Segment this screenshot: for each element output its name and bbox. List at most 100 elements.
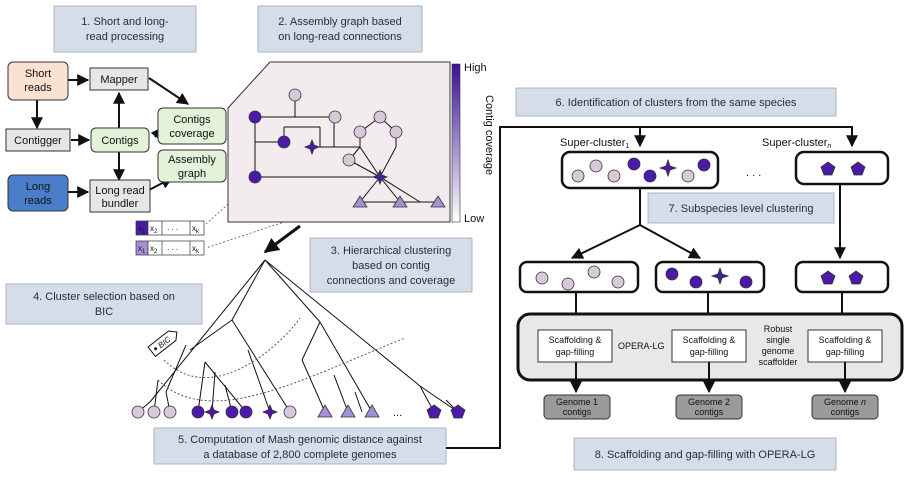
subn-pentagon xyxy=(820,270,836,285)
leaf-node xyxy=(131,405,145,419)
leaf-node xyxy=(147,405,161,419)
long-read-bundler-node: Long read bundler xyxy=(89,179,151,213)
contigger-label: Contigger xyxy=(14,135,62,147)
contigs-label: Contigs xyxy=(101,135,139,147)
graph-node-triangle xyxy=(352,195,368,208)
genome-1-line-1: Genome 1 xyxy=(556,397,598,407)
scaffold-box-2-line-2: gap-filling xyxy=(690,347,729,357)
sc1-node xyxy=(697,158,711,172)
graph-node-star xyxy=(371,168,389,186)
genome-n-line-2: contigs xyxy=(831,407,860,417)
step-3-box: 3. Hierarchical clustering based on cont… xyxy=(309,237,473,293)
sub2-star xyxy=(710,266,730,286)
step-3-line-2: based on contig xyxy=(352,260,430,272)
bic-tag: BIC xyxy=(147,330,178,358)
to-supercluster-n-arrow xyxy=(640,126,858,148)
long-reads-node: Long reads xyxy=(7,174,69,212)
super-cluster-1-box xyxy=(560,150,720,190)
feature-vector-1: x1 x2 . . . xk xyxy=(135,220,205,236)
graph-node xyxy=(288,88,302,102)
sc1-star xyxy=(658,158,678,178)
long-read-bundler-line-2: bundler xyxy=(102,198,139,210)
subcluster-2-box xyxy=(654,260,766,294)
sc1-node xyxy=(571,169,585,183)
svg-text:single: single xyxy=(766,335,790,345)
step-1-box: 1. Short and long- read processing xyxy=(53,5,197,53)
graph-node xyxy=(353,125,367,139)
subspecies-arrows xyxy=(570,184,846,260)
sub1-node xyxy=(535,271,549,285)
subcluster-1-box xyxy=(518,260,640,294)
leaf-pentagon xyxy=(450,404,466,419)
sc1-node xyxy=(643,169,657,183)
v2-dots: . . . xyxy=(167,243,178,252)
sc1-node xyxy=(681,169,695,183)
step-5-line-2: a database of 2,800 complete genomes xyxy=(203,449,397,461)
v2-x2: x2 xyxy=(150,244,158,255)
step-2-line-2: on long-read connections xyxy=(278,31,402,43)
assembly-graph-node: Assembly graph xyxy=(157,149,227,183)
sub2-node xyxy=(739,275,753,289)
scn-pentagon xyxy=(850,161,866,176)
mapper-node: Mapper xyxy=(89,67,149,91)
leaf-triangle xyxy=(340,404,356,418)
super-cluster-ellipsis: . . . xyxy=(746,167,761,179)
graph-nodes xyxy=(248,88,446,208)
scaffold-box-1: Scaffolding & gap-filling xyxy=(537,329,613,363)
graph-to-tree-arrow xyxy=(263,224,301,254)
robust-scaffolder-label: Robust single genome scaffolder xyxy=(759,324,798,367)
contigs-coverage-line-2: coverage xyxy=(169,128,214,140)
mash-to-species-connector xyxy=(446,126,640,449)
step-5-box: 5. Computation of Mash genomic distance … xyxy=(153,427,447,465)
sc1-node xyxy=(589,159,603,173)
genome-2-line-2: contigs xyxy=(695,407,724,417)
step-6-text: 6. Identification of clusters from the s… xyxy=(556,97,797,109)
leaf-node xyxy=(163,405,177,419)
short-reads-line-1: Short xyxy=(25,68,51,80)
step-1-line-1: 1. Short and long- xyxy=(81,16,169,28)
contigs-coverage-line-1: Contigs xyxy=(173,114,211,126)
step-7-box: 7. Subspecies level clustering xyxy=(647,192,835,224)
leaf-node xyxy=(191,405,205,419)
vector-leader-2 xyxy=(205,204,336,249)
genome-2-line-1: Genome 2 xyxy=(688,397,730,407)
genome-n-line-1: Genome n xyxy=(824,397,866,407)
genome-1-box: Genome 1 contigs xyxy=(543,394,611,420)
step-8-box: 8. Scaffolding and gap-filling with OPER… xyxy=(573,437,837,471)
short-reads-node: Short reads xyxy=(7,61,69,101)
scaffold-box-2: Scaffolding & gap-filling xyxy=(671,329,747,363)
v2-xk: xk xyxy=(192,244,200,255)
legend-low-label: Low xyxy=(464,213,484,225)
assembly-graph-line-1: Assembly xyxy=(168,154,216,166)
leaf-triangle xyxy=(364,404,380,418)
legend-axis-label: Contig coverage xyxy=(483,95,495,175)
step-4-box: 4. Cluster selection based on BIC xyxy=(5,283,203,325)
scaffold-box-3: Scaffolding & gap-filling xyxy=(807,329,883,363)
sub1-node xyxy=(561,277,575,291)
tree-leaves xyxy=(131,403,466,421)
leaf-triangle xyxy=(317,404,333,418)
step-1-line-2: read processing xyxy=(86,31,164,43)
leaf-node xyxy=(239,405,253,419)
long-reads-line-1: Long xyxy=(26,181,50,193)
graph-node xyxy=(328,110,342,124)
graph-node xyxy=(389,125,403,139)
graph-node xyxy=(277,135,291,149)
super-cluster-n-label: Super-clustern xyxy=(762,137,831,150)
short-reads-line-2: reads xyxy=(24,82,52,94)
super-cluster-n-box xyxy=(794,150,890,186)
genome-2-box: Genome 2 contigs xyxy=(675,394,743,420)
sub1-node xyxy=(587,265,601,279)
opera-lg-label: OPERA-LG xyxy=(618,341,665,351)
assembly-graph-line-2: graph xyxy=(178,168,206,180)
genome-1-line-2: contigs xyxy=(563,407,592,417)
step-7-text: 7. Subspecies level clustering xyxy=(669,203,814,215)
sub2-node xyxy=(689,275,703,289)
super-cluster-1-label: Super-cluster1 xyxy=(560,137,629,150)
subn-pentagon xyxy=(848,270,864,285)
scaffold-box-3-line-2: gap-filling xyxy=(826,347,865,357)
leaf-star xyxy=(261,403,279,421)
sc1-node xyxy=(607,169,621,183)
graph-node-triangle xyxy=(392,195,408,208)
